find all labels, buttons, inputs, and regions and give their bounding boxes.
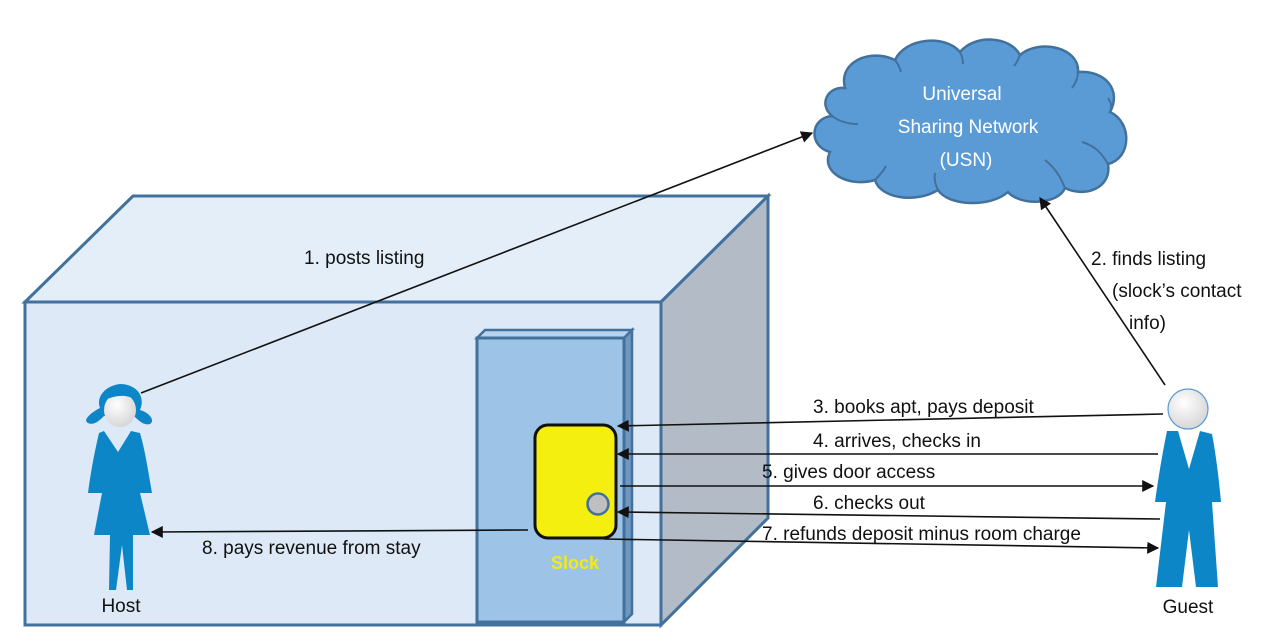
guest-head <box>1167 388 1209 430</box>
step-7-label: 7. refunds deposit minus room charge <box>762 524 1081 545</box>
arrow-step-3 <box>616 413 1164 432</box>
arrow-step-1 <box>140 131 814 394</box>
host-person-icon: Host <box>86 384 153 617</box>
arrow-step-2 <box>1039 197 1166 386</box>
host-hair-fringe <box>104 386 138 402</box>
step-8-label: 8. pays revenue from stay <box>202 538 421 559</box>
flow-arrows <box>140 131 1166 554</box>
host-head <box>104 393 136 427</box>
step-2-label-line-1: 2. finds listing <box>1091 249 1206 270</box>
slock-knob[interactable] <box>586 492 610 516</box>
step-4-label: 4. arrives, checks in <box>813 431 981 452</box>
step-3-label: 3. books apt, pays deposit <box>813 397 1034 418</box>
step-labels: 1. posts listing 2. finds listing (slock… <box>202 248 1242 559</box>
guest-body <box>1155 431 1221 587</box>
usn-cloud: Universal Sharing Network (USN) <box>813 38 1128 205</box>
host-label: Host <box>101 596 141 617</box>
arrow-step-8 <box>150 525 529 538</box>
cloud-label-line-2: Sharing Network <box>898 117 1039 138</box>
step-5-label: 5. gives door access <box>762 462 935 483</box>
cloud-label-line-1: Universal <box>922 84 1001 105</box>
cloud-label-line-3: (USN) <box>940 150 993 171</box>
guest-person-icon: Guest <box>1155 388 1221 618</box>
step-1-label: 1. posts listing <box>304 248 424 269</box>
step-2-label-line-3: info) <box>1129 313 1166 334</box>
arrow-step-6 <box>616 506 1161 520</box>
slock-label: Slock <box>551 553 600 573</box>
host-body <box>88 431 152 590</box>
step-6-label: 6. checks out <box>813 493 926 514</box>
slock-device[interactable]: Slock <box>533 423 618 573</box>
slock-body[interactable] <box>533 423 618 540</box>
guest-label: Guest <box>1163 597 1214 618</box>
arrow-step-7 <box>603 538 1160 554</box>
step-2-label-line-2: (slock’s contact <box>1112 281 1242 302</box>
